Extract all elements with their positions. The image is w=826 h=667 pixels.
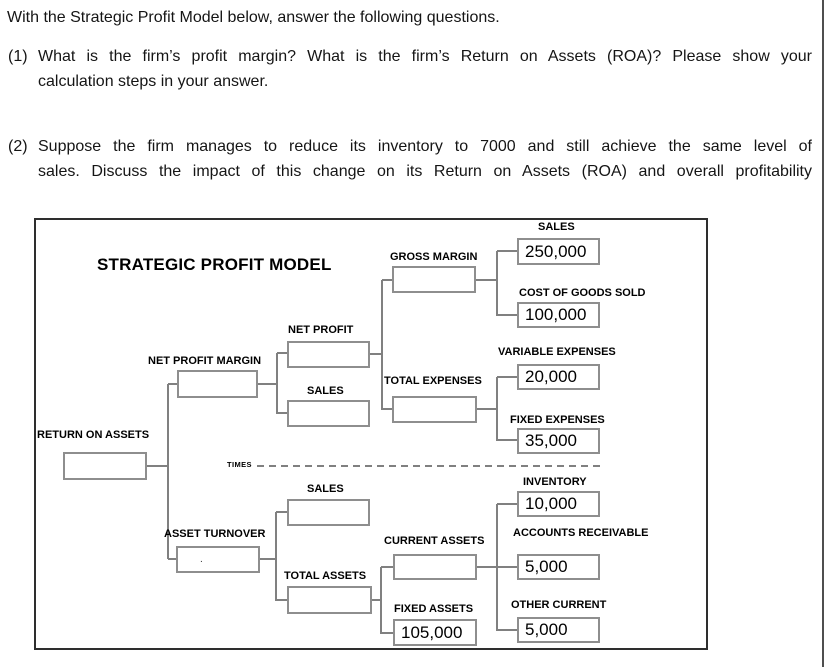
cogs-value: 100,000 bbox=[525, 305, 587, 324]
cogs-box: 100,000 bbox=[517, 302, 600, 328]
question-1-number: (1) bbox=[8, 48, 28, 65]
net-profit-margin-label: NET PROFIT MARGIN bbox=[148, 355, 262, 367]
inventory-box: 10,000 bbox=[517, 491, 600, 517]
diagram-frame bbox=[34, 218, 708, 650]
times-label: TIMES bbox=[227, 460, 252, 469]
sales-assets-label: SALES bbox=[307, 483, 344, 495]
variable-expenses-label: VARIABLE EXPENSES bbox=[498, 346, 616, 358]
accounts-receivable-box: 5,000 bbox=[517, 554, 600, 580]
variable-expenses-value: 20,000 bbox=[525, 367, 577, 386]
asset-turnover-value: . bbox=[200, 554, 203, 565]
total-assets-label: TOTAL ASSETS bbox=[284, 570, 367, 582]
gross-margin-box bbox=[392, 266, 476, 293]
sales-top-label: SALES bbox=[538, 221, 575, 233]
inventory-label: INVENTORY bbox=[523, 476, 587, 488]
question-2-line-1: Suppose the firm manages to reduce its i… bbox=[38, 138, 812, 155]
question-2-line-2: sales. Discuss the impact of this change… bbox=[38, 163, 812, 180]
accounts-receivable-value: 5,000 bbox=[525, 557, 568, 576]
return-on-assets-box bbox=[63, 452, 147, 480]
other-current-value: 5,000 bbox=[525, 620, 568, 639]
other-current-label: OTHER CURRENT bbox=[511, 599, 607, 611]
sales-np-box bbox=[287, 400, 370, 427]
current-assets-label: CURRENT ASSETS bbox=[384, 535, 485, 547]
other-current-box: 5,000 bbox=[517, 617, 600, 643]
fixed-assets-value: 105,000 bbox=[401, 622, 463, 642]
question-1: (1) What is the firm’s profit margin? Wh… bbox=[8, 44, 814, 94]
page-right-edge-line bbox=[822, 0, 824, 667]
fixed-expenses-value: 35,000 bbox=[525, 431, 577, 450]
question-2-number: (2) bbox=[8, 138, 28, 155]
current-assets-box bbox=[393, 554, 477, 580]
cogs-label: COST OF GOODS SOLD bbox=[519, 287, 646, 299]
fixed-assets-label: FIXED ASSETS bbox=[394, 603, 474, 615]
gross-margin-label: GROSS MARGIN bbox=[390, 251, 478, 263]
net-profit-box bbox=[287, 341, 370, 368]
fixed-assets-box: 105,000 bbox=[393, 619, 477, 646]
return-on-assets-label: RETURN ON ASSETS bbox=[37, 429, 150, 441]
sales-top-value: 250,000 bbox=[525, 241, 587, 261]
net-profit-margin-box bbox=[177, 370, 258, 398]
total-expenses-box bbox=[392, 396, 477, 423]
sales-assets-box bbox=[287, 499, 370, 526]
diagram-title: STRATEGIC PROFIT MODEL bbox=[97, 255, 332, 274]
asset-turnover-box: . bbox=[176, 546, 260, 573]
fixed-expenses-label: FIXED EXPENSES bbox=[510, 414, 605, 426]
total-expenses-label: TOTAL EXPENSES bbox=[384, 375, 482, 387]
question-1-line-1: What is the firm’s profit margin? What i… bbox=[38, 48, 812, 65]
fixed-expenses-box: 35,000 bbox=[517, 428, 600, 454]
question-2: (2) Suppose the firm manages to reduce i… bbox=[8, 134, 814, 184]
intro-text: With the Strategic Profit Model below, a… bbox=[7, 9, 500, 26]
question-1-line-2: calculation steps in your answer. bbox=[38, 73, 269, 90]
total-assets-box bbox=[287, 586, 372, 614]
asset-turnover-label: ASSET TURNOVER bbox=[164, 528, 266, 540]
inventory-value: 10,000 bbox=[525, 494, 577, 513]
accounts-receivable-label: ACCOUNTS RECEIVABLE bbox=[513, 527, 649, 539]
variable-expenses-box: 20,000 bbox=[517, 364, 600, 390]
sales-np-label: SALES bbox=[307, 385, 344, 397]
net-profit-label: NET PROFIT bbox=[288, 324, 354, 336]
sales-top-box: 250,000 bbox=[517, 238, 600, 265]
